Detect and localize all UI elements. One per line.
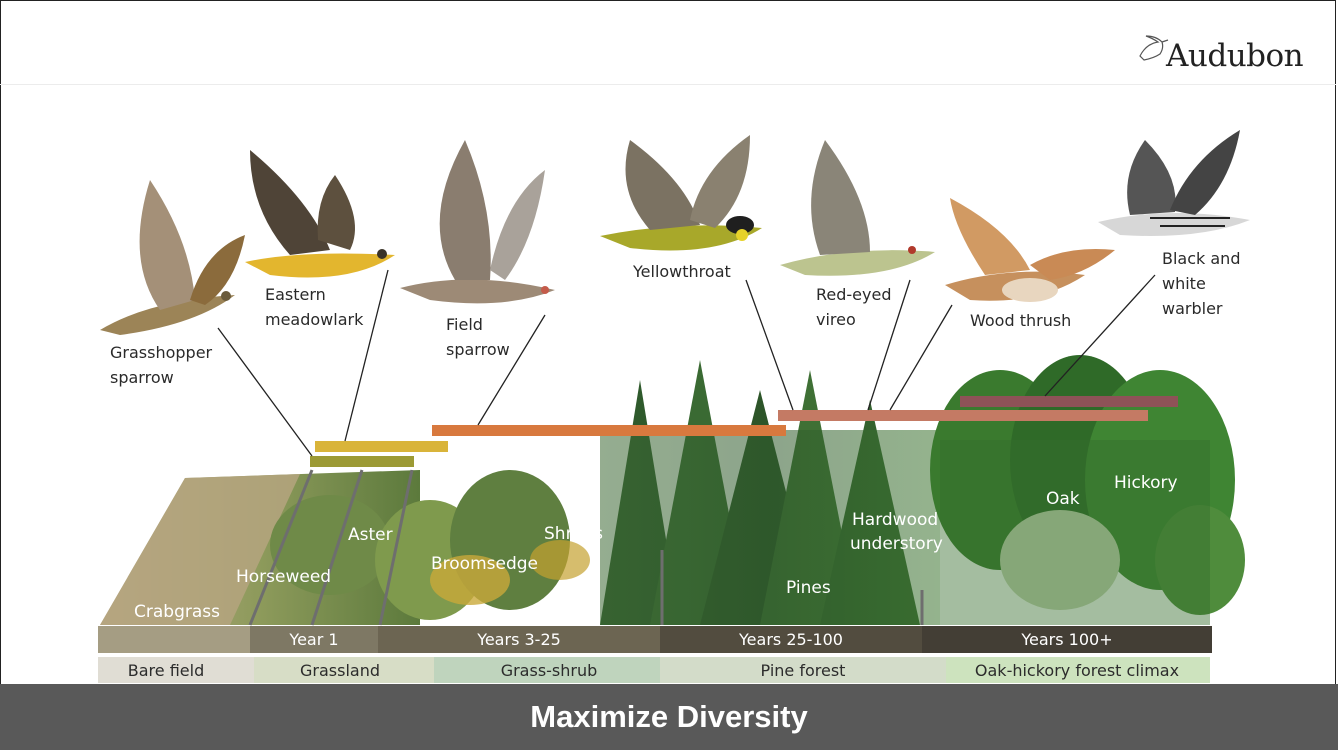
bird-label: Grasshopper <box>110 343 213 362</box>
warbler-range <box>960 396 1178 407</box>
plant-label: Hickory <box>1114 473 1178 493</box>
habitat-label: Pine forest <box>761 661 846 680</box>
habitat-label: Bare field <box>128 661 204 680</box>
plant-label: Horseweed <box>236 567 331 587</box>
habitat-label: Oak-hickory forest climax <box>975 661 1179 680</box>
hardwood-trees <box>930 355 1245 625</box>
pine-trees <box>600 360 940 625</box>
vireo-thrush-range <box>778 410 1148 421</box>
red-eyed-vireo-icon <box>780 140 935 276</box>
plant-label: Broomsedge <box>431 554 538 574</box>
bird-label: Red-eyed <box>816 285 891 304</box>
timeline-label: Years 3-25 <box>476 630 561 649</box>
bird-label: warbler <box>1162 299 1223 318</box>
plant-label: Pines <box>786 578 831 598</box>
yellowthroat-icon <box>600 135 762 251</box>
field-sparrow-icon <box>400 140 555 303</box>
bird-label: sparrow <box>110 368 174 387</box>
bird-label: Wood thrush <box>970 311 1071 330</box>
black-and-white-warbler-icon <box>1098 130 1250 236</box>
bird-label: Black and <box>1162 249 1240 268</box>
bird-label: Yellowthroat <box>632 262 731 281</box>
timeline-label: Year 1 <box>288 630 338 649</box>
bird-label: Field <box>446 315 483 334</box>
plant-label: Shrubs <box>544 524 603 544</box>
habitat-label: Grass-shrub <box>501 661 598 680</box>
bird-label: vireo <box>816 310 856 329</box>
birds <box>100 130 1250 335</box>
footer-banner: Maximize Diversity <box>0 684 1338 750</box>
plant-label: Hardwood <box>852 510 938 530</box>
plant-label: Aster <box>348 525 393 545</box>
eastern-meadowlark-icon <box>245 150 395 278</box>
timeline-label: Years 100+ <box>1020 630 1112 649</box>
timeline: Year 1 Years 3-25 Years 25-100 Years 100… <box>98 626 1212 653</box>
grasshopper-sparrow-icon <box>100 180 245 335</box>
bird-label: sparrow <box>446 340 510 359</box>
bird-label: meadowlark <box>265 310 364 329</box>
plant-label: Crabgrass <box>134 602 220 622</box>
habitat-label: Grassland <box>300 661 380 680</box>
field-sparrow-range <box>432 425 786 436</box>
habitat-stages: Bare field Grassland Grass-shrub Pine fo… <box>98 657 1210 683</box>
slide-title: Maximize Diversity <box>530 699 807 735</box>
bird-label: white <box>1162 274 1206 293</box>
grasshopper-sparrow-range <box>310 456 414 467</box>
plant-label: Oak <box>1046 489 1080 509</box>
plant-label: understory <box>850 534 943 554</box>
meadowlark-range <box>315 441 448 452</box>
bird-label: Eastern <box>265 285 326 304</box>
wood-thrush-icon <box>945 198 1115 302</box>
timeline-label: Years 25-100 <box>738 630 843 649</box>
